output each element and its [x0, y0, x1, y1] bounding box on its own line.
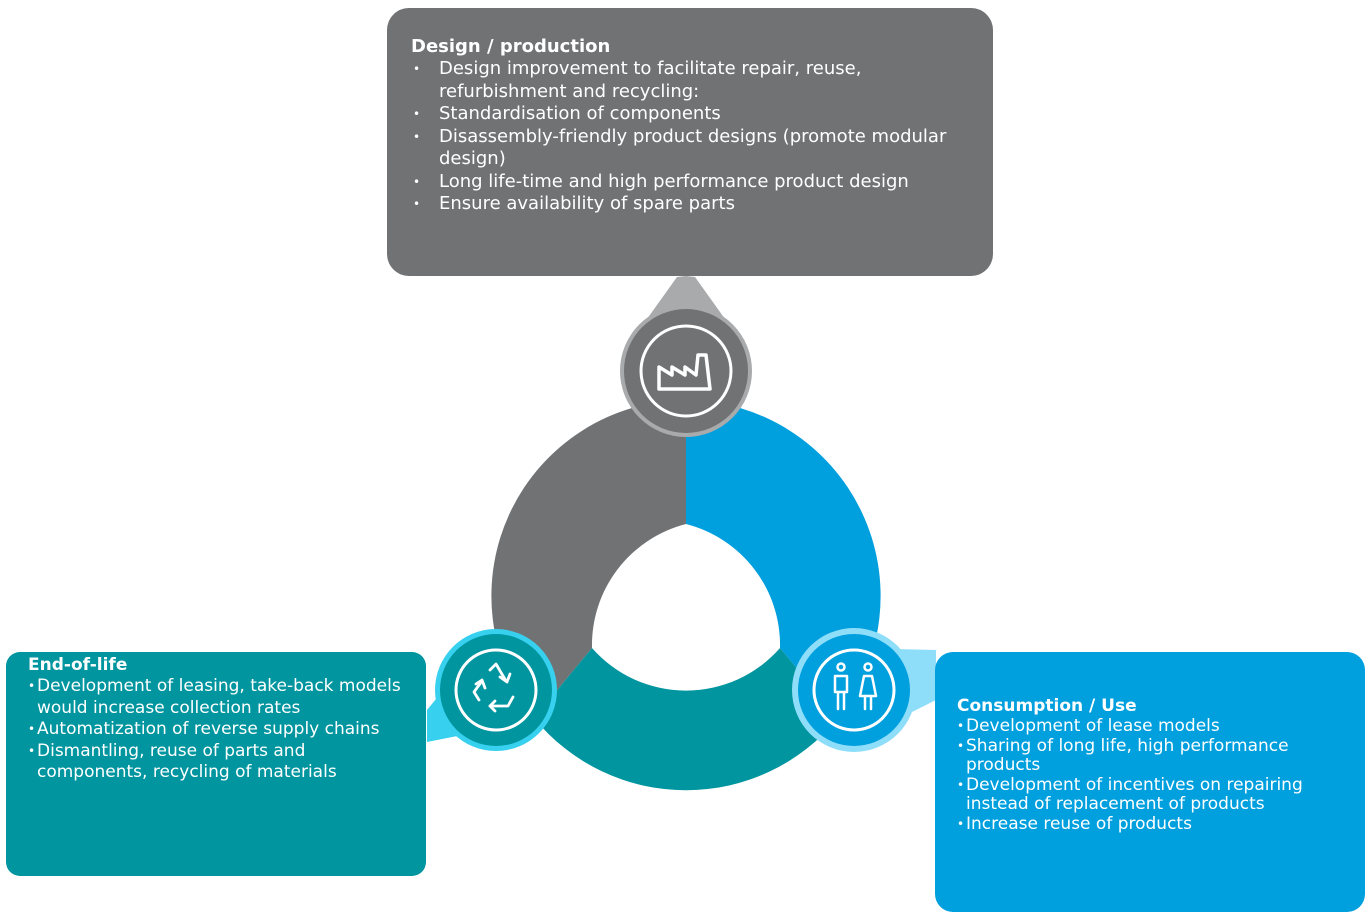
list-item: Dismantling, reuse of parts and componen… — [28, 741, 414, 784]
factory-icon — [657, 353, 712, 391]
design-node — [620, 305, 752, 437]
consumption-node — [792, 628, 916, 752]
design-production-list: Design improvement to facilitate repair,… — [411, 58, 973, 216]
list-item: Sharing of long life, high performance p… — [957, 736, 1355, 776]
people-icon — [833, 662, 878, 711]
consumption-use-box: Consumption / Use Development of lease m… — [935, 652, 1365, 912]
list-item: Ensure availability of spare parts — [411, 193, 973, 216]
list-item: Standardisation of components — [411, 103, 973, 126]
list-item: Automatization of reverse supply chains — [28, 719, 414, 741]
list-item: Long life-time and high performance prod… — [411, 171, 973, 194]
list-item: Increase reuse of products — [957, 814, 1355, 835]
recycle-icon — [472, 662, 515, 713]
consumption-use-list: Development of lease models Sharing of l… — [957, 716, 1355, 835]
list-item: Disassembly-friendly product designs (pr… — [411, 126, 973, 171]
end-of-life-node — [435, 629, 557, 751]
design-production-title: Design / production — [411, 36, 611, 57]
design-production-box: Design / production Design improvement t… — [387, 8, 993, 276]
ring-segment-end-of-life — [534, 648, 838, 791]
end-of-life-list: Development of leasing, take-back models… — [28, 676, 414, 784]
list-item: Design improvement to facilitate repair,… — [411, 58, 973, 103]
ring-segment-design — [491, 400, 686, 718]
list-item: Development of incentives on repairing i… — [957, 775, 1355, 815]
end-of-life-title: End-of-life — [28, 655, 128, 675]
list-item: Development of lease models — [957, 716, 1355, 737]
end-of-life-box: End-of-life Development of leasing, take… — [6, 652, 426, 876]
list-item: Development of leasing, take-back models… — [28, 676, 414, 719]
consumption-use-title: Consumption / Use — [957, 696, 1137, 716]
